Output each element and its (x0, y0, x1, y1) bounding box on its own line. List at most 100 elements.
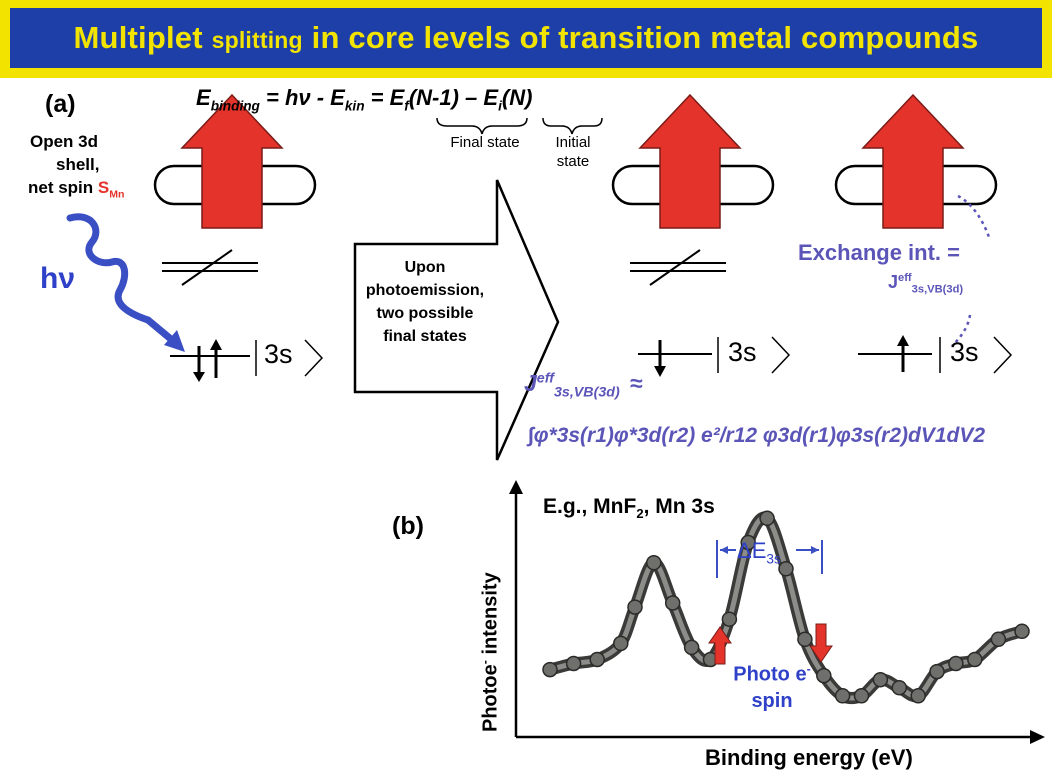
exchange-j: J (888, 272, 899, 292)
photon-wave-icon (66, 213, 185, 352)
left-3d-orbital (153, 93, 317, 229)
net-spin-label: net spin SMn (28, 178, 124, 200)
eq-rhs4: (N) (501, 85, 533, 110)
energy-gap-symbol-middle (630, 249, 726, 286)
middle-3s-level (638, 336, 791, 377)
data-point (542, 661, 558, 678)
exchange-integral: ∫φ*3s(r1)φ*3d(r2) e²/r12 φ3d(r1)φ3s(r2)d… (528, 424, 986, 447)
middle-ket-label: 3s (728, 337, 757, 367)
arrow-box-text: Upon photoemission, two possible final s… (360, 256, 490, 348)
data-point (797, 631, 813, 648)
final-state-label: Final state (450, 134, 520, 151)
spin-down-arrow-icon (654, 366, 666, 377)
y-axis-label: Photoe- intensity (478, 572, 503, 732)
eq-lhs: E (196, 85, 211, 110)
eq-rhs3: (N-1) – E (408, 85, 499, 110)
exchange-sub: 3s,VB(3d) (911, 283, 964, 296)
data-point (565, 655, 582, 672)
photo-e-sup: - (806, 662, 811, 676)
spin-up-arrow-icon (210, 339, 222, 350)
example-sub: 2 (636, 506, 644, 522)
open-shell-line2: shell, (56, 155, 100, 174)
example-label: E.g., MnF2, Mn 3s (543, 495, 715, 521)
energy-gap-symbol-left (162, 249, 258, 286)
delta-e-marker (716, 540, 823, 578)
x-axis-arrow-icon (1030, 730, 1045, 744)
data-point (891, 679, 908, 696)
data-point (664, 595, 681, 611)
right-3d-orbital (834, 93, 998, 229)
data-point (589, 651, 605, 668)
example-text: E.g., MnF (543, 495, 637, 518)
title-box: Multiplet splitting in core levels of tr… (10, 8, 1042, 68)
data-point (646, 554, 662, 571)
initial-state-label: Initial state (555, 134, 591, 170)
title-part3: in core levels of transition metal compo… (302, 20, 979, 55)
right-ket-label: 3s (950, 337, 979, 367)
binding-energy-equation: Ebinding = hν - Ekin = Ef(N-1) – Ei(N) (196, 85, 532, 113)
arrow-box-line2: photoemission, (365, 282, 485, 299)
ket-bracket (304, 339, 324, 377)
data-point (613, 635, 629, 652)
middle-3d-orbital (611, 93, 775, 229)
exchange-label: Exchange int. = (798, 240, 960, 265)
exchange-sup: eff (898, 272, 912, 284)
photo-electron-spin-down-icon (809, 623, 833, 663)
transition-arrow (353, 179, 560, 461)
data-point (778, 561, 794, 577)
spectrum-series (542, 510, 1030, 705)
ket-bracket (993, 336, 1013, 374)
photo-e-label: Photo e- (722, 662, 822, 687)
net-spin-text: net spin (28, 178, 98, 197)
final-state-brace (436, 117, 528, 135)
open-shell-line1: Open 3d (30, 132, 99, 151)
data-point (1014, 623, 1030, 640)
panel-label-a: (a) (45, 90, 76, 118)
y-axis-arrow-icon (509, 480, 523, 494)
panel-label-b: (b) (392, 512, 424, 540)
integral-j: J (524, 370, 537, 396)
net-spin-arrow-icon (180, 93, 284, 229)
eq-rhs1-sub: kin (344, 98, 365, 114)
eq-lhs-sub: binding (210, 98, 260, 114)
y-label-sup: - (478, 660, 492, 665)
data-point (759, 510, 775, 527)
data-point (853, 688, 870, 704)
title-part2: splitting (211, 27, 303, 53)
spin-sub: Mn (109, 188, 125, 201)
eq-rhs2-sub: f (404, 98, 409, 114)
data-point (929, 663, 945, 680)
arrow-box-line3: two possible (376, 305, 474, 322)
net-spin-arrow-icon (861, 93, 965, 229)
example-tail: , Mn 3s (643, 495, 715, 518)
j-eff-symbol: Jeff3s,VB(3d)≈ (524, 370, 642, 401)
title-banner: Multiplet splitting in core levels of tr… (0, 0, 1052, 78)
data-point (683, 639, 700, 656)
x-axis-label: Binding energy (eV) (705, 745, 913, 770)
arrow-box-line1: Upon (404, 259, 446, 276)
data-point (948, 655, 964, 672)
right-3s-level (858, 335, 1013, 374)
delta-e-label: ΔE3s (737, 538, 781, 566)
arrow-box-line4: final states (383, 328, 467, 345)
data-point (872, 671, 889, 688)
y-label-text: Photoe (479, 664, 502, 732)
eq-rhs1: = hν - E (259, 85, 345, 110)
data-point (816, 667, 832, 684)
exchange-dotted-link (957, 194, 992, 241)
data-point (967, 651, 983, 668)
exchange-symbol: Jeff3s,VB(3d) (888, 272, 963, 296)
data-point (627, 599, 643, 615)
delta-text: ΔE (737, 538, 767, 563)
initial-state-brace (542, 117, 603, 135)
photo-e-text: Photo e (733, 663, 807, 686)
y-label-tail: intensity (479, 572, 502, 661)
eq-rhs2: = E (364, 85, 405, 110)
integral-approx: ≈ (629, 370, 643, 396)
data-point (910, 688, 926, 704)
spin-label: spin (751, 690, 793, 712)
data-point (740, 534, 756, 551)
photo-electron-spin-up-icon (708, 626, 732, 665)
delta-sub: 3s (766, 551, 781, 567)
